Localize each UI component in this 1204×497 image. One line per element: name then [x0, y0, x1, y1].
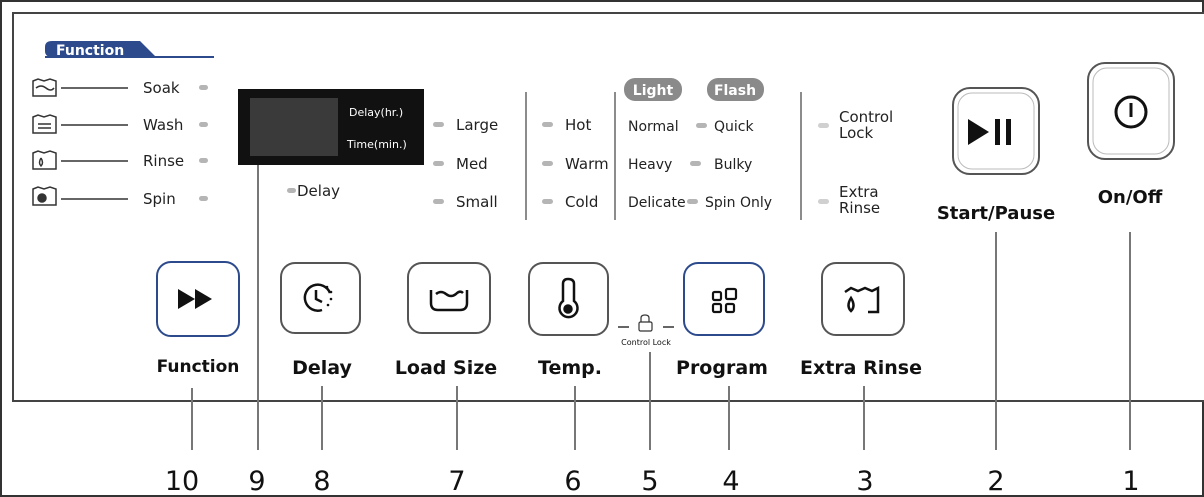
function-label-spin: Spin: [143, 190, 176, 208]
program-heavy: Heavy: [628, 157, 672, 173]
list-item-wash: Wash: [32, 114, 208, 134]
control-lock-marker: Control Lock: [618, 314, 674, 347]
led-large: [433, 122, 444, 127]
time-display: Delay(hr.) Time(min.): [238, 89, 424, 165]
control-lock-label-1: Control: [839, 108, 893, 126]
temp-button-label: Temp.: [538, 357, 602, 379]
load-size-button[interactable]: [407, 262, 491, 334]
delay-button-label: Delay: [292, 357, 352, 379]
callout-2: 2: [987, 466, 1004, 497]
function-button-label: Function: [157, 357, 240, 377]
control-lock-caption: Control Lock: [621, 338, 671, 347]
load-size-small: Small: [456, 193, 498, 211]
program-header-flash: Flash: [714, 83, 756, 99]
led-delay: [287, 188, 296, 193]
program-button[interactable]: [683, 262, 765, 336]
callout-3: 3: [856, 466, 873, 497]
callout-10: 10: [165, 466, 199, 497]
led-delicate-spin-only: [687, 199, 698, 204]
fast-forward-icon: [178, 289, 212, 309]
callout-1: 1: [1122, 466, 1139, 497]
thermometer-icon: [558, 277, 579, 319]
wash-icon: [32, 114, 57, 134]
function-button[interactable]: [156, 261, 240, 337]
extra-rinse-label-1: Extra: [839, 183, 879, 201]
led-med: [433, 161, 444, 166]
led-normal-quick: [696, 123, 707, 128]
extra-rinse-button[interactable]: [821, 262, 905, 336]
extra-rinse-label-2: Rinse: [839, 199, 880, 217]
soak-icon: [32, 78, 57, 97]
list-item-spin: Spin: [32, 186, 208, 208]
program-delicate: Delicate: [628, 195, 686, 211]
program-button-label: Program: [676, 357, 768, 379]
callout-6: 6: [564, 466, 581, 497]
extra-rinse-icon: [844, 285, 880, 314]
program-spin-only: Spin Only: [705, 195, 772, 211]
basin-icon: [429, 290, 469, 312]
led-hot: [542, 122, 553, 127]
function-tab: Function: [45, 41, 214, 59]
display-delay-hr: Delay(hr.): [349, 106, 403, 119]
grid-icon: [711, 287, 738, 314]
led-rinse: [199, 158, 208, 163]
control-lock-label-2: Lock: [839, 124, 874, 142]
led-cold: [542, 199, 553, 204]
temp-indicators: Hot Warm Cold: [542, 116, 609, 211]
program-normal: Normal: [628, 119, 679, 135]
temp-warm: Warm: [565, 155, 609, 173]
temp-cold: Cold: [565, 193, 598, 211]
delay-button[interactable]: [280, 262, 361, 334]
load-size-indicators: Large Med Small: [433, 116, 498, 211]
led-spin: [199, 196, 208, 201]
callout-5: 5: [641, 466, 658, 497]
temp-hot: Hot: [565, 116, 591, 134]
led-small: [433, 199, 444, 204]
callout-8: 8: [313, 466, 330, 497]
start-pause-label: Start/Pause: [937, 203, 1055, 224]
led-soak: [199, 85, 208, 90]
led-heavy-bulky: [690, 161, 701, 166]
led-extra-rinse: [818, 199, 829, 204]
program-indicators: Light Flash Normal Quick Heavy Bulky Del…: [624, 78, 772, 211]
rinse-icon: [32, 150, 57, 170]
callout-leaders: [191, 165, 1131, 450]
function-label-rinse: Rinse: [143, 152, 184, 170]
callout-7: 7: [448, 466, 465, 497]
start-pause-button[interactable]: [952, 87, 1040, 175]
function-label-wash: Wash: [143, 116, 183, 134]
load-size-button-label: Load Size: [395, 357, 497, 379]
delay-indicator-label: Delay: [297, 182, 340, 200]
list-item-soak: Soak: [32, 78, 208, 97]
callout-4: 4: [722, 466, 739, 497]
badge-flash: [707, 78, 764, 101]
delay-clock-icon: [303, 283, 333, 312]
led-warm: [542, 161, 553, 166]
power-icon: [1114, 95, 1148, 129]
spin-icon: [32, 186, 57, 206]
program-header-light: Light: [633, 83, 674, 99]
function-label-soak: Soak: [143, 79, 180, 97]
function-list: Soak Wash Rinse Spin: [32, 78, 208, 208]
callout-numbers: 10 9 8 7 6 5 4 3 2 1: [165, 466, 1140, 497]
play-pause-icon: [968, 119, 1011, 145]
lock-icon: [638, 314, 653, 332]
extra-rinse-button-label: Extra Rinse: [800, 357, 922, 379]
badge-light: [624, 78, 682, 101]
callout-9: 9: [248, 466, 265, 497]
list-item-rinse: Rinse: [32, 150, 208, 170]
program-bulky: Bulky: [714, 157, 752, 173]
on-off-label: On/Off: [1098, 187, 1163, 208]
display-time-min: Time(min.): [346, 138, 407, 151]
function-tab-label: Function: [56, 43, 124, 59]
temp-button[interactable]: [528, 262, 609, 336]
led-control-lock: [818, 123, 829, 128]
power-button[interactable]: [1087, 62, 1175, 160]
load-size-med: Med: [456, 155, 488, 173]
led-wash: [199, 122, 208, 127]
program-quick: Quick: [714, 119, 754, 135]
status-indicators: Control Lock Extra Rinse: [818, 108, 893, 217]
load-size-large: Large: [456, 116, 498, 134]
